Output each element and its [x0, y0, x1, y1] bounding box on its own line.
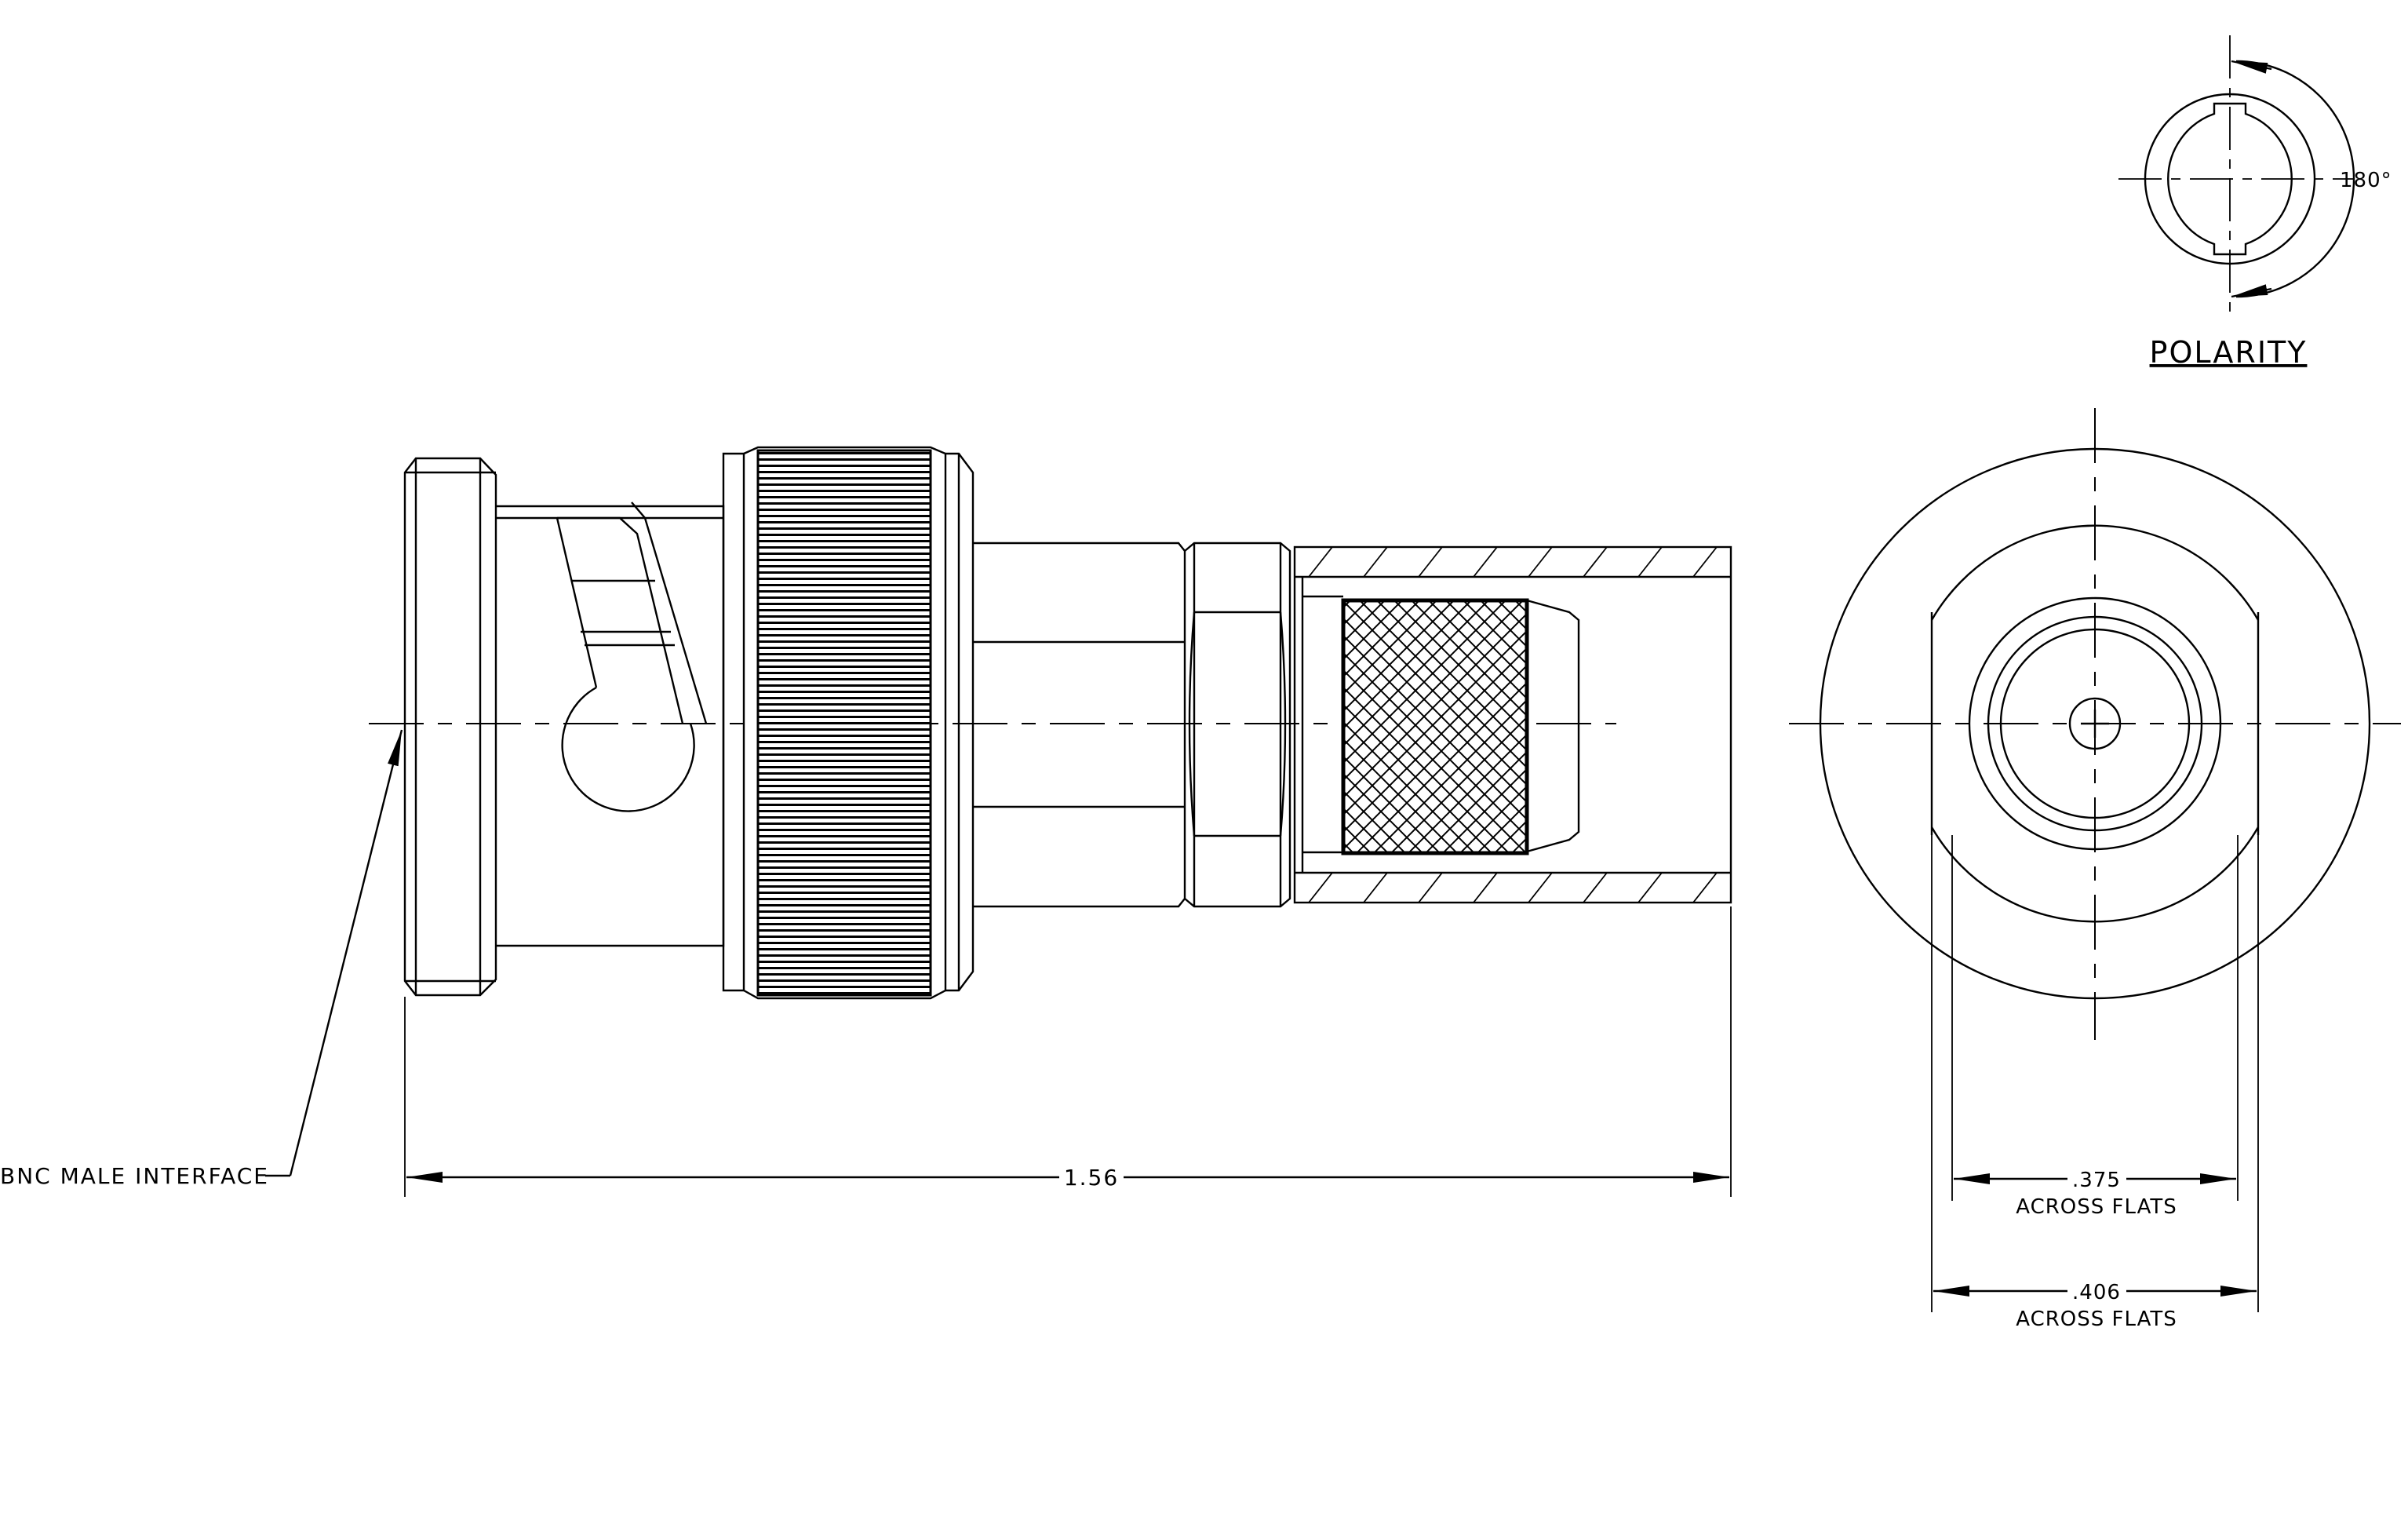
- flats-375-value: .375: [2072, 1169, 2121, 1192]
- knurled-surface: [756, 449, 932, 997]
- flats-375-text: ACROSS FLATS: [2016, 1195, 2177, 1219]
- across-flats-outline: [1930, 524, 2260, 923]
- polarity-title: POLARITY: [2150, 335, 2308, 370]
- overall-length-value: 1.56: [1064, 1165, 1119, 1191]
- polarity-view: 180° POLARITY: [2118, 35, 2392, 370]
- center-pin: [2068, 697, 2122, 750]
- ferrule-section: [1293, 545, 1732, 904]
- crosshatch-ferrule: [1341, 598, 1529, 855]
- interface-label: BNC MALE INTERFACE: [0, 1163, 269, 1189]
- bayonet-flange: [403, 457, 497, 997]
- flats-375-dimension: .375 ACROSS FLATS: [1951, 835, 2239, 1219]
- interface-leader: BNC MALE INTERFACE: [0, 729, 403, 1189]
- side-view: BNC MALE INTERFACE 1.56: [0, 446, 1732, 1197]
- flats-406-text: ACROSS FLATS: [2016, 1308, 2177, 1331]
- crimp-hex: [1184, 542, 1291, 908]
- overall-length-dimension: 1.56: [404, 906, 1732, 1197]
- coupling-nut: [722, 446, 974, 1000]
- flats-406-value: .406: [2072, 1281, 2121, 1304]
- body-tube: [973, 542, 1186, 908]
- end-view: .375 ACROSS FLATS .406 ACROSS FLATS: [1789, 408, 2401, 1331]
- outer-circle: [1819, 447, 2371, 1000]
- polarity-angle: 180°: [2340, 169, 2392, 192]
- flats-406-dimension: .406 ACROSS FLATS: [1931, 835, 2259, 1331]
